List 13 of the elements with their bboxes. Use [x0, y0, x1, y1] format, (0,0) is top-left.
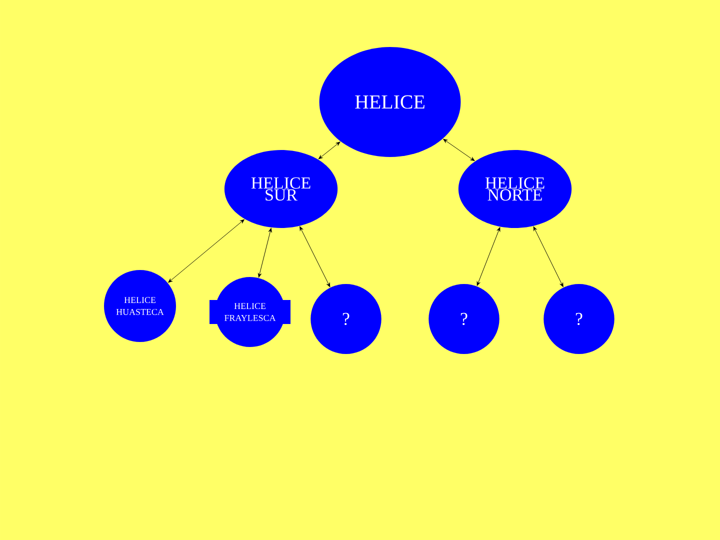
circle-node: HELICE SUR — [224, 150, 338, 228]
arrow — [443, 138, 475, 162]
circle-node: ? — [544, 284, 614, 354]
arrow — [533, 226, 564, 287]
circle-node: ? — [428, 284, 500, 354]
arrow — [168, 219, 244, 283]
arrow — [318, 142, 340, 160]
arrow — [300, 226, 330, 288]
circle-node: ? — [310, 284, 382, 354]
circle-node: HELICE NORTE — [458, 150, 572, 228]
circle-node: HELICE — [319, 47, 461, 157]
arrow — [476, 227, 500, 286]
arrow — [258, 228, 272, 278]
